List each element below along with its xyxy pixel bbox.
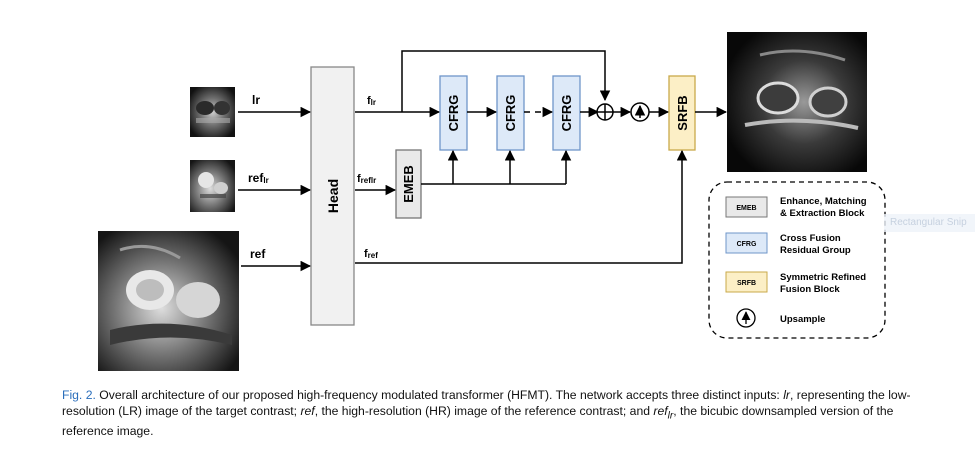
output-image: [727, 32, 867, 172]
legend-cfrg-line1: Cross Fusion: [780, 233, 841, 244]
f-lr-label: flr: [367, 95, 376, 107]
emeb-label: EMEB: [401, 165, 416, 203]
legend-emeb-tag: EMEB: [736, 205, 756, 212]
legend-emeb-line2: & Extraction Block: [780, 208, 865, 219]
legend-srfb-tag: SRFB: [737, 280, 756, 287]
ref-lr-input-image: [190, 160, 235, 212]
ref-input-label: ref: [250, 247, 266, 261]
cfrg-label-1: CFRG: [446, 95, 461, 132]
f-ref-label: fref: [364, 248, 378, 260]
lr-input-label: lr: [252, 93, 260, 107]
rectangular-snip-overlay: Rectangular Snip: [884, 214, 975, 232]
legend-upsample-icon: [736, 308, 756, 328]
legend-srfb-swatch: [725, 271, 768, 293]
cfrg-label-3: CFRG: [559, 95, 574, 132]
upsample-node-icon: [630, 102, 650, 122]
legend-cfrg-swatch: [725, 232, 768, 254]
ref-input-image: [98, 231, 239, 371]
f-reflr-label: freflr: [357, 173, 376, 185]
head-block: [310, 66, 355, 326]
legend-box: [708, 181, 886, 339]
lr-input-image: [190, 87, 235, 137]
ref-lr-input-label: reflr: [248, 171, 269, 185]
head-label: Head: [325, 179, 341, 213]
legend-emeb-swatch: [725, 196, 768, 218]
legend-cfrg-line2: Residual Group: [780, 245, 851, 256]
sum-node-icon: [596, 103, 614, 121]
f-ref-arrow: [355, 149, 688, 264]
legend-cfrg-tag: CFRG: [737, 241, 757, 248]
cfrg-block-2: [496, 75, 525, 151]
legend-upsample-label: Upsample: [780, 314, 825, 325]
figure-caption: Fig. 2. Overall architecture of our prop…: [62, 388, 911, 438]
cfrg-block-1: [439, 75, 468, 151]
srfb-label: SRFB: [675, 95, 690, 130]
skip-connection: [401, 50, 611, 112]
cfrg-label-2: CFRG: [503, 95, 518, 132]
emeb-block: [395, 149, 422, 219]
cfrg-block-3: [552, 75, 581, 151]
legend-srfb-line1: Symmetric Refined: [780, 272, 866, 283]
legend-emeb-line1: Enhance, Matching: [780, 196, 867, 207]
legend-srfb-line2: Fusion Block: [780, 284, 840, 295]
figure-number: Fig. 2.: [62, 388, 96, 402]
